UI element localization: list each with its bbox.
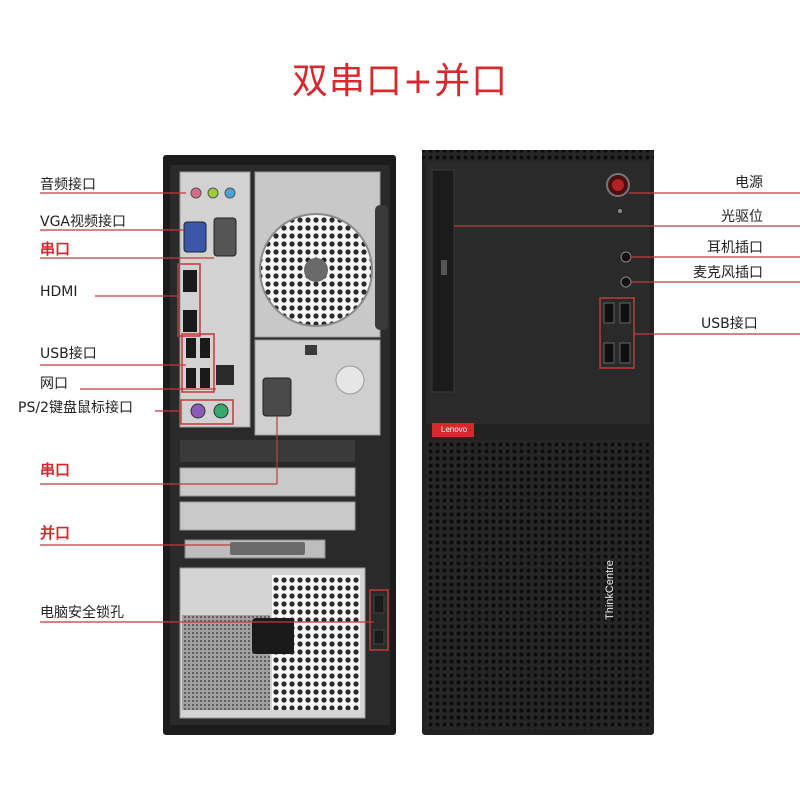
tower-front [422, 150, 654, 735]
label-serial-port-bottom: 串口 [40, 461, 71, 479]
callout-lines [40, 192, 800, 623]
label-audio-port: 音频接口 [40, 177, 96, 193]
label-power-button: 电源 [735, 175, 763, 191]
label-network-port: 网口 [40, 376, 68, 392]
label-parallel-port: 并口 [40, 524, 71, 542]
label-headphone-jack: 耳机插口 [707, 240, 763, 256]
lenovo-badge: Lenovo [440, 425, 468, 434]
label-usb-port-rear: USB接口 [40, 346, 97, 362]
thinkcentre-logo: ThinkCentre [604, 560, 616, 620]
label-usb-port-front: USB接口 [701, 316, 758, 332]
label-microphone-jack: 麦克风插口 [693, 265, 763, 281]
label-ps2-port: PS/2键盘鼠标接口 [18, 400, 133, 416]
label-serial-port-top: 串口 [40, 240, 71, 258]
label-optical-drive-bay: 光驱位 [721, 209, 763, 225]
label-hdmi-port: HDMI [40, 284, 78, 300]
label-vga-port: VGA视频接口 [40, 214, 127, 230]
highlight-boxes [177, 263, 635, 651]
label-security-lock-slot: 电脑安全锁孔 [40, 605, 124, 621]
tower-rear [163, 155, 396, 735]
page-title: 双串口+并口 [291, 61, 509, 102]
